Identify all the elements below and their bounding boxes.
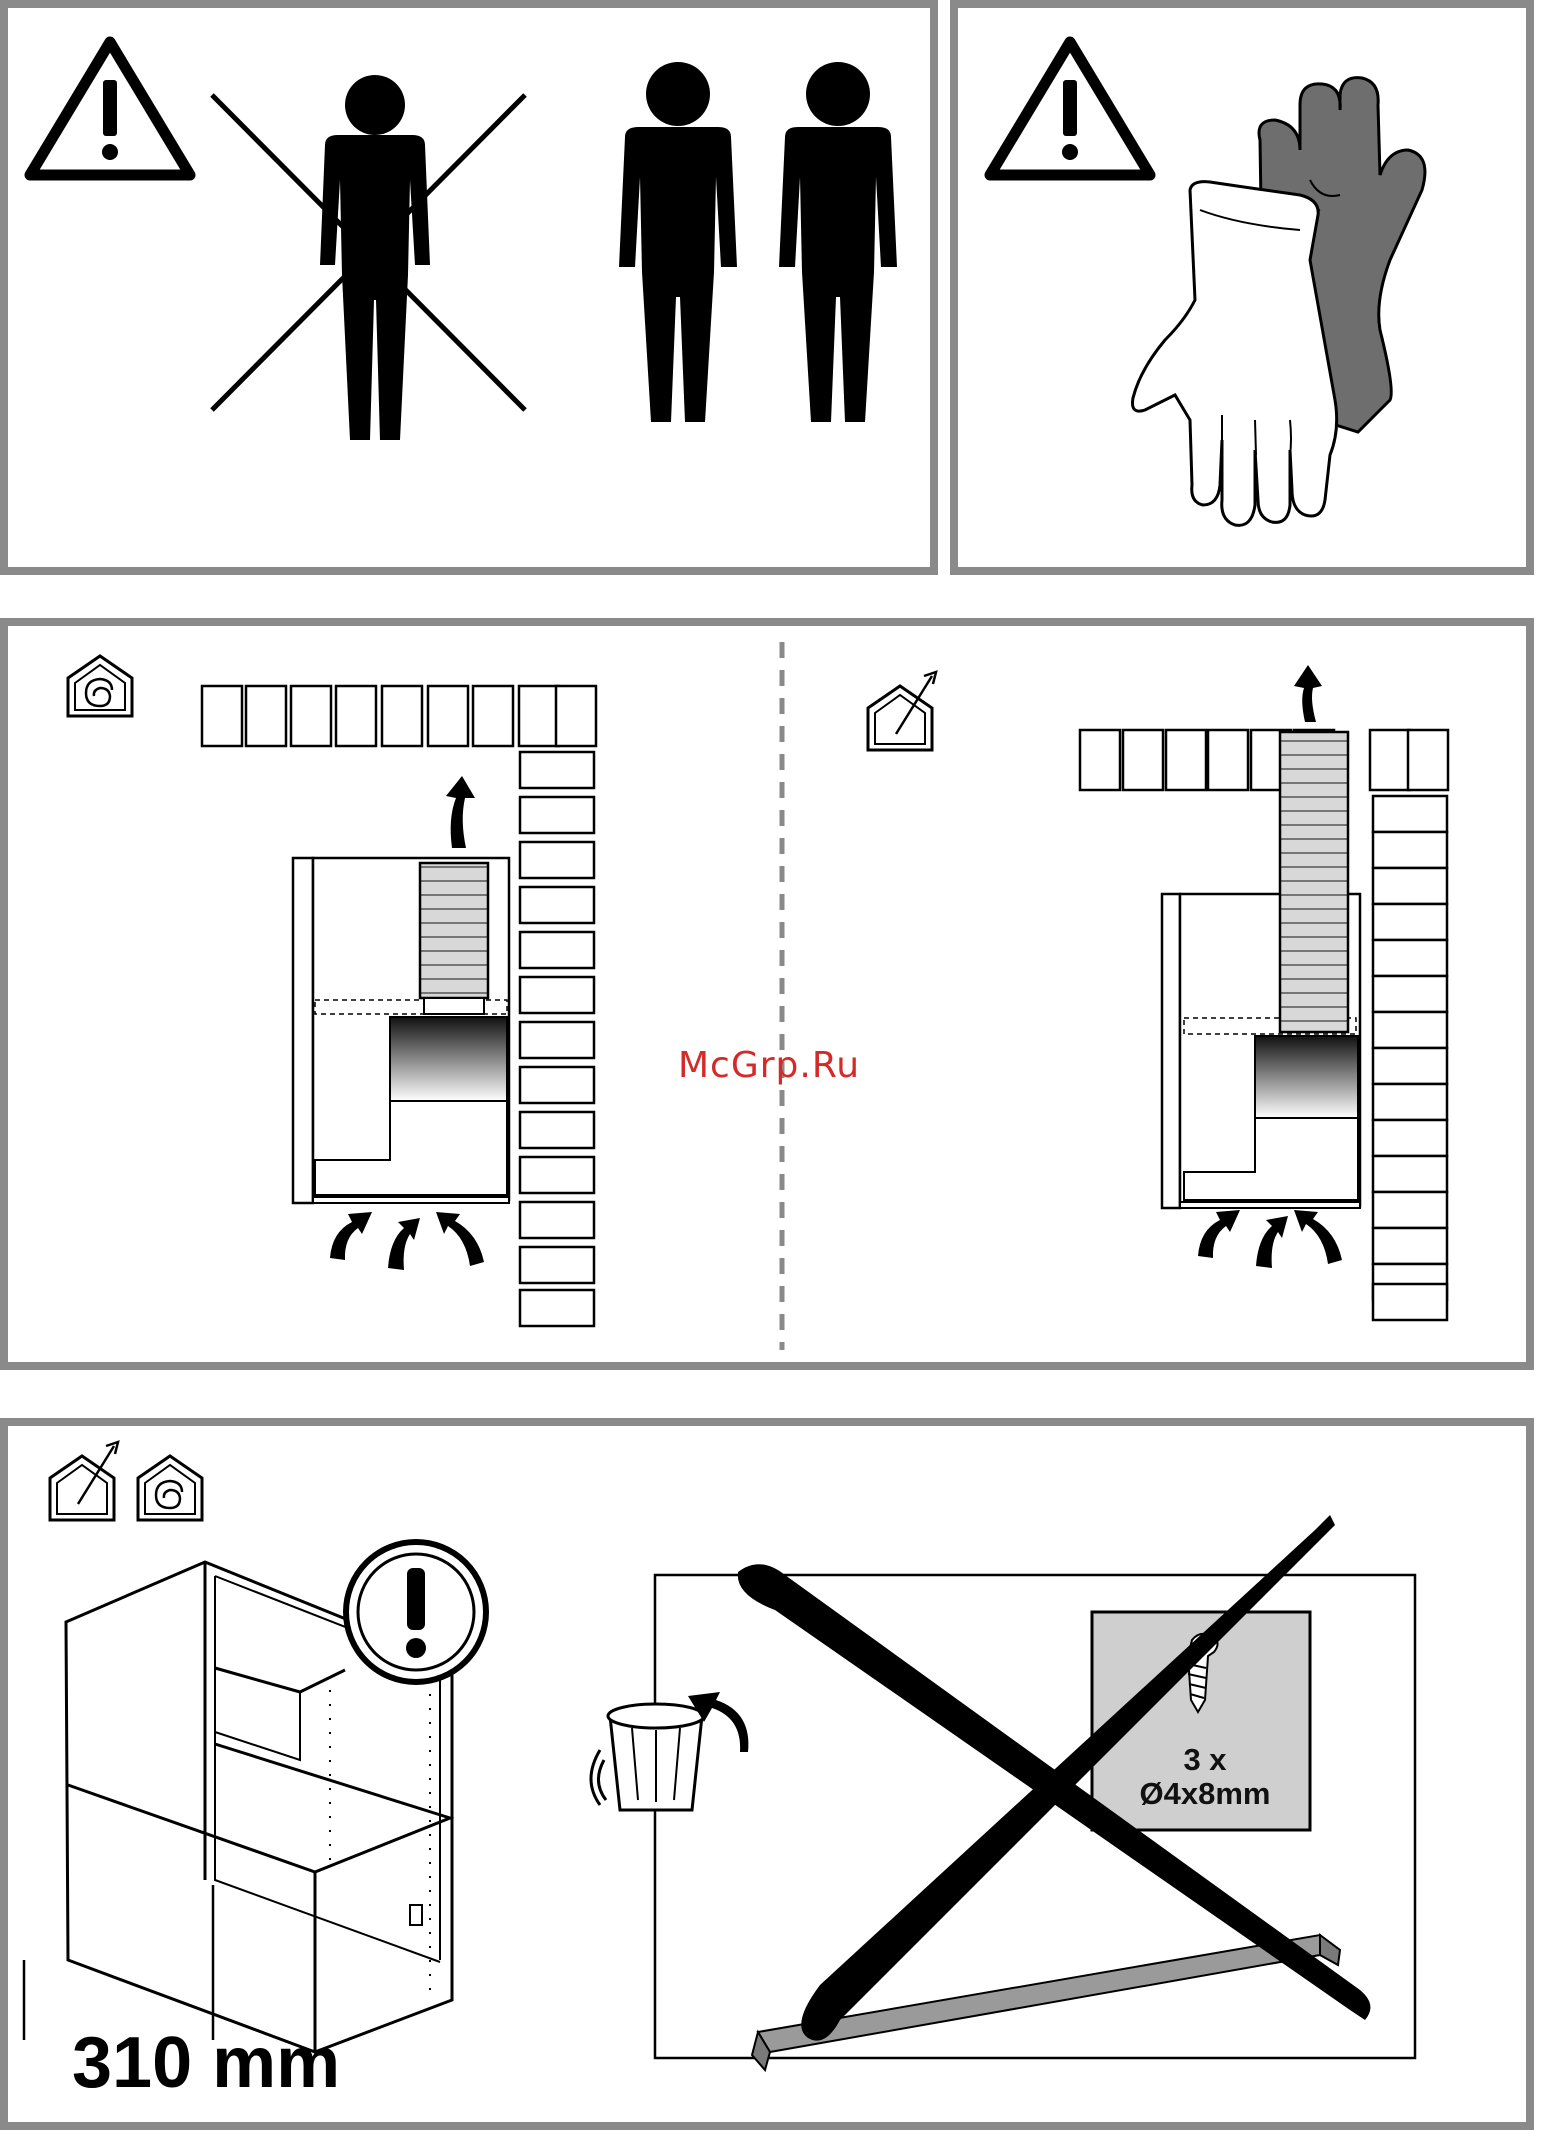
wall-bricks-side-right (1373, 796, 1447, 1320)
ducted-house-icon (50, 1442, 118, 1520)
recirculation-house-icon (68, 656, 132, 716)
screw-size: Ø4x8mm (1095, 1776, 1315, 1812)
screw-quantity: 3 x (1095, 1742, 1315, 1778)
cabinet-depth-dimension: 310 mm (72, 2022, 340, 2104)
warning-triangle-icon (30, 42, 190, 175)
person-icon (779, 62, 897, 422)
warning-exclamation-circle-icon (346, 1542, 486, 1682)
ducted-house-icon (868, 672, 936, 750)
airflow-arrows-left (330, 1212, 484, 1270)
person-icon (619, 62, 737, 422)
two-persons-icon (619, 62, 897, 422)
wall-bricks-side-left (520, 752, 594, 1326)
warning-triangle-icon (990, 42, 1150, 175)
airflow-arrows-right (1198, 1210, 1342, 1268)
single-person-crossed-icon (212, 75, 525, 440)
recirculation-house-icon (138, 1456, 202, 1520)
gloves-icon (1133, 78, 1425, 526)
wall-bricks-top-left (202, 686, 596, 746)
watermark: McGrp.Ru (678, 1045, 860, 1086)
cabinet-recirculation (293, 776, 509, 1203)
wall-bricks-top-right (1080, 730, 1448, 790)
